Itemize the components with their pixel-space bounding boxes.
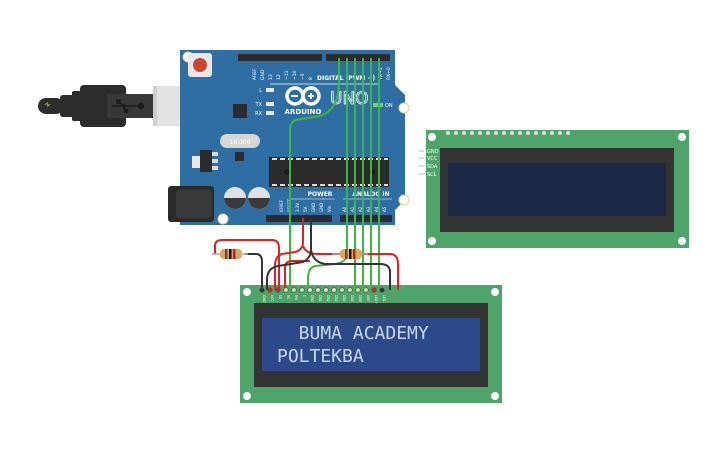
wire-red-vcc [284,260,310,290]
svg-text:16.000: 16.000 [230,139,251,146]
svg-text:~10: ~10 [292,70,298,80]
lcd-parallel-screen [262,318,480,371]
svg-text:A5: A5 [382,206,387,212]
svg-text:RW: RW [294,295,298,301]
svg-text:Vin: Vin [327,205,332,212]
svg-text:13: 13 [268,74,274,80]
power-header-label: POWER [308,191,333,198]
svg-text:GND: GND [260,69,266,80]
svg-text:V0: V0 [278,295,282,299]
svg-text:TX→1: TX→1 [378,67,384,81]
wire-resistor1-vcc [214,239,280,290]
crystal-oscillator: 16.000 [220,134,260,148]
svg-text:A0: A0 [342,206,347,212]
power-pin-header[interactable] [266,215,332,222]
wire-5v-backlight [302,245,399,290]
svg-text:DB2: DB2 [326,295,330,302]
svg-text:GND: GND [427,149,439,155]
power-bolt-icon [44,102,51,107]
arduino-uno-board[interactable]: 16.000 L TX [168,50,410,225]
svg-text:5V: 5V [303,206,308,212]
lcd-parallel-pin-header[interactable]: GND VCC V0 RS RW E DB0 DB1 DB2 DB3 DB4 D… [259,287,386,305]
svg-text:A2: A2 [358,206,363,212]
svg-text:RS: RS [286,295,290,299]
lcd-parallel-module[interactable]: BUMA ACADEMY POLTEKBA [240,285,502,403]
svg-text:DB3: DB3 [334,295,338,302]
svg-text:E: E [302,295,306,297]
digital-pin-header[interactable] [238,54,390,61]
resistor-r1[interactable] [212,249,248,259]
svg-text:RX: RX [255,111,262,117]
reset-button[interactable] [188,53,212,77]
svg-text:GND: GND [262,295,266,303]
lcd-i2c-screen [448,163,666,216]
voltage-regulator [192,150,218,172]
lcd-parallel-pin-labels: GND VCC V0 RS RW E DB0 DB1 DB2 DB3 DB4 D… [262,295,386,304]
capacitor [224,187,246,209]
lcd-i2c-pin-labels: GND VCC SDA SCL [419,149,439,178]
dc-power-jack [168,186,214,222]
analog-pin-header[interactable] [340,215,392,222]
svg-text:~9: ~9 [300,73,306,80]
capacitor [248,187,270,209]
svg-text:LED-: LED- [382,295,386,302]
svg-text:DB0: DB0 [310,295,314,302]
svg-text:TX: TX [255,102,263,108]
arduino-logo-icon [285,86,321,106]
svg-text:A1: A1 [350,206,355,212]
wire-gnd [266,218,312,290]
svg-text:3.3V: 3.3V [295,203,300,212]
svg-text:DB6: DB6 [358,295,362,302]
svg-text:SCL: SCL [427,172,437,178]
wire-resistor1-gnd [245,253,263,290]
svg-text:A4: A4 [374,206,379,212]
arduino-brand-label: ARDUINO [285,108,322,116]
svg-text:DB5: DB5 [350,295,354,302]
svg-text:12: 12 [276,74,282,80]
resistor-r2[interactable] [332,249,368,259]
svg-text:ON: ON [385,103,393,109]
wire-rs [289,58,340,290]
arduino-model-label: UNO [330,89,369,109]
svg-text:GND: GND [311,203,316,212]
svg-text:AREF: AREF [252,68,258,80]
svg-text:IOREF: IOREF [279,199,284,212]
usb-symbol-icon [112,99,145,114]
lcd-i2c-top-pins [446,131,570,135]
svg-text:VCC: VCC [270,295,274,302]
svg-text:DB7: DB7 [366,295,370,302]
svg-text:DB1: DB1 [318,295,322,302]
lcd-i2c-module[interactable]: GND VCC SDA SCL [419,130,689,248]
svg-text:RX←0: RX←0 [386,67,392,80]
wire-gnd-backlight [310,249,391,290]
svg-text:L: L [259,88,262,94]
svg-text:8: 8 [308,77,314,80]
svg-text:LED+: LED+ [374,295,378,304]
analog-pin-labels: A0 A1 A2 A3 A4 A5 [342,206,387,212]
lcd-line-2: POLTEKBA [277,346,364,367]
lcd-line-1: BUMA ACADEMY [277,323,429,344]
svg-text:A3: A3 [366,206,371,212]
svg-text:VCC: VCC [427,156,438,162]
usb-chip [233,104,247,118]
svg-text:SDA: SDA [427,164,438,170]
svg-text:GND: GND [319,203,324,212]
wire-5v [274,218,304,290]
svg-text:~11: ~11 [284,70,290,80]
small-chip [235,152,244,161]
digital-pin-labels: AREF GND 13 12 ~11 ~10 ~9 8 TX→1 RX←0 [252,67,392,81]
svg-text:DB4: DB4 [342,295,346,302]
